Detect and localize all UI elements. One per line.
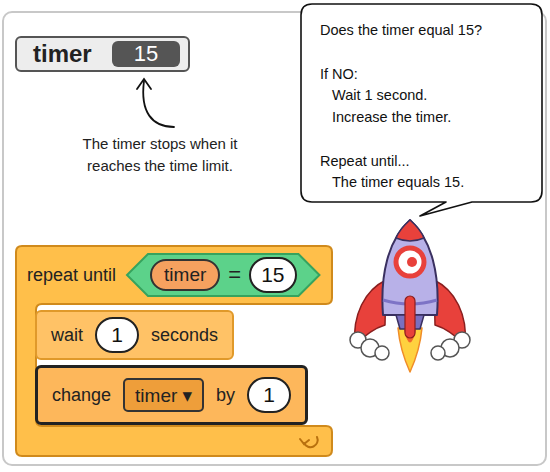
callout-note: The timer stops when it reaches the time… bbox=[55, 133, 265, 177]
variable-name: timer bbox=[164, 264, 206, 286]
bubble-line: Increase the timer. bbox=[332, 108, 451, 126]
operator-symbol: = bbox=[228, 262, 241, 288]
block-label: change bbox=[52, 385, 111, 406]
c-block-outline bbox=[16, 246, 332, 456]
input-value: 1 bbox=[263, 383, 275, 407]
wait-block: wait 1 seconds bbox=[35, 310, 234, 360]
bubble-line: The timer equals 15. bbox=[332, 173, 464, 191]
number-input: 1 bbox=[95, 317, 139, 353]
variable-dropdown: timer ▾ bbox=[123, 378, 204, 412]
bubble-line: Repeat until... bbox=[320, 152, 409, 170]
variable-name: timer bbox=[33, 40, 92, 68]
variable-value: 15 bbox=[134, 41, 158, 67]
block-label: by bbox=[216, 385, 235, 406]
bubble-line: Wait 1 second. bbox=[332, 86, 427, 104]
input-value: 15 bbox=[261, 263, 284, 287]
repeat-block: repeat until timer = 15 wait 1 seconds change ti… bbox=[15, 245, 333, 457]
block-label: repeat until bbox=[27, 265, 116, 286]
variable-reporter: timer bbox=[150, 259, 220, 291]
panel-frame bbox=[3, 12, 546, 465]
input-value: 1 bbox=[111, 323, 123, 347]
block-label: wait bbox=[51, 325, 83, 346]
change-block: change timer ▾ by 1 bbox=[35, 365, 308, 425]
dropdown-value: timer ▾ bbox=[135, 384, 192, 407]
number-input: 1 bbox=[247, 377, 291, 413]
number-input: 15 bbox=[249, 257, 296, 293]
block-header: repeat until timer = 15 bbox=[27, 245, 321, 305]
condition-block: timer = 15 bbox=[126, 253, 320, 297]
leader-arrow bbox=[137, 79, 174, 127]
value-readout: 15 bbox=[112, 41, 180, 67]
bubble-outline bbox=[301, 4, 542, 216]
loop-arrow-icon bbox=[300, 437, 318, 447]
bubble-line: Does the timer equal 15? bbox=[320, 21, 482, 39]
block-label: seconds bbox=[151, 325, 218, 346]
speech-bubble: Does the timer equal 15? If NO: Wait 1 sec… bbox=[300, 3, 543, 203]
hexagon-outline bbox=[127, 254, 319, 296]
bubble-line: If NO: bbox=[320, 65, 358, 83]
rocket-illustration bbox=[350, 220, 470, 372]
variable-monitor: timer 15 bbox=[15, 36, 190, 72]
